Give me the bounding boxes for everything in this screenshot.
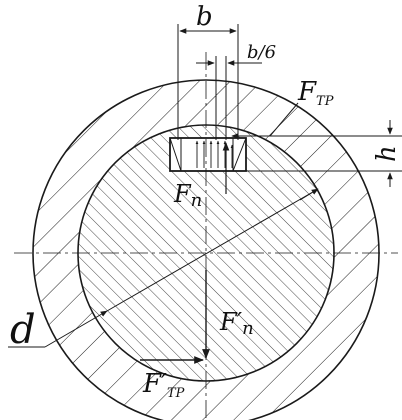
label-ftp-main: F	[297, 77, 317, 107]
label-ftp: FTP	[297, 77, 334, 109]
label-h: h	[372, 145, 402, 162]
label-b: b	[196, 2, 213, 32]
diameter-d-leader	[8, 188, 319, 348]
label-fn: Fn	[173, 180, 202, 211]
label-fn-main: F	[173, 180, 192, 208]
label-ftp-sub: TP	[316, 94, 334, 109]
label-fpn-main: F′	[219, 308, 243, 336]
label-fpn: F′n	[219, 308, 254, 339]
label-fptp-main: F′	[142, 369, 167, 399]
label-fpn-sub: n	[242, 318, 254, 339]
dimension-b	[177, 24, 239, 140]
label-fptp: F′TP	[142, 369, 185, 401]
dimension-h	[246, 120, 402, 187]
label-b-sixth: b/6	[247, 42, 276, 63]
label-fn-sub: n	[191, 190, 203, 211]
key	[169, 137, 247, 172]
label-d: d	[10, 307, 36, 353]
label-fptp-sub: TP	[167, 386, 185, 401]
dimension-b6	[196, 56, 262, 140]
